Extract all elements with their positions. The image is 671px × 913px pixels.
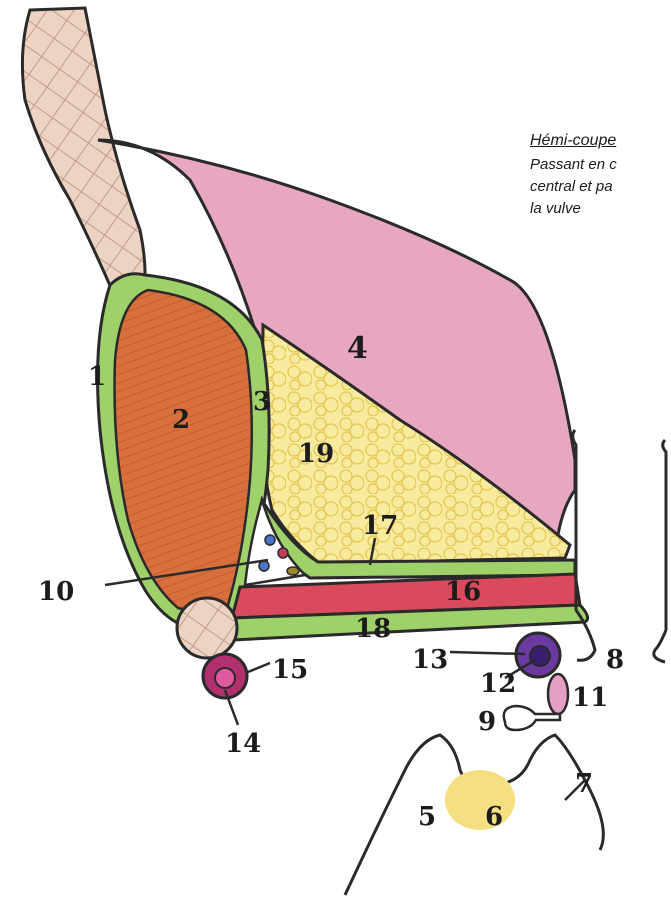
label-17: 17	[362, 511, 398, 541]
label-7: 7	[575, 769, 593, 799]
label-14: 14	[225, 729, 261, 759]
contour-8-right	[654, 440, 666, 662]
label-9: 9	[478, 707, 496, 737]
vessel-blue-2	[259, 561, 269, 571]
leader-15	[248, 663, 270, 672]
caption-line-2: central et pa	[530, 176, 671, 198]
label-3: 3	[253, 387, 271, 417]
label-19: 19	[298, 439, 334, 469]
bone-shaft	[22, 8, 145, 301]
label-13: 13	[412, 645, 448, 675]
vessel-olive	[287, 567, 299, 575]
label-8: 8	[606, 645, 624, 675]
label-16: 16	[445, 577, 481, 607]
label-4: 4	[347, 331, 368, 366]
leader-13	[450, 652, 525, 654]
contour-8	[573, 430, 595, 660]
structure-11	[548, 674, 568, 714]
structure-6	[445, 770, 515, 830]
label-12: 12	[480, 669, 516, 699]
label-15: 15	[272, 655, 308, 685]
label-1: 1	[88, 362, 106, 392]
caption-title: Hémi-coupe	[530, 130, 671, 152]
label-11: 11	[572, 683, 608, 713]
label-5: 5	[418, 802, 436, 832]
caption: Hémi-coupe Passant en c central et pa la…	[530, 130, 671, 220]
ring-14	[215, 668, 235, 688]
bone-disk	[177, 598, 237, 658]
caption-line-1: Passant en c	[530, 154, 671, 176]
ring-12	[530, 646, 550, 666]
vessel-blue-1	[265, 535, 275, 545]
caption-line-3: la vulve	[530, 198, 671, 220]
label-6: 6	[485, 802, 503, 832]
label-2: 2	[172, 405, 190, 435]
vessel-red	[278, 548, 288, 558]
label-18: 18	[355, 614, 391, 644]
label-10: 10	[38, 577, 74, 607]
